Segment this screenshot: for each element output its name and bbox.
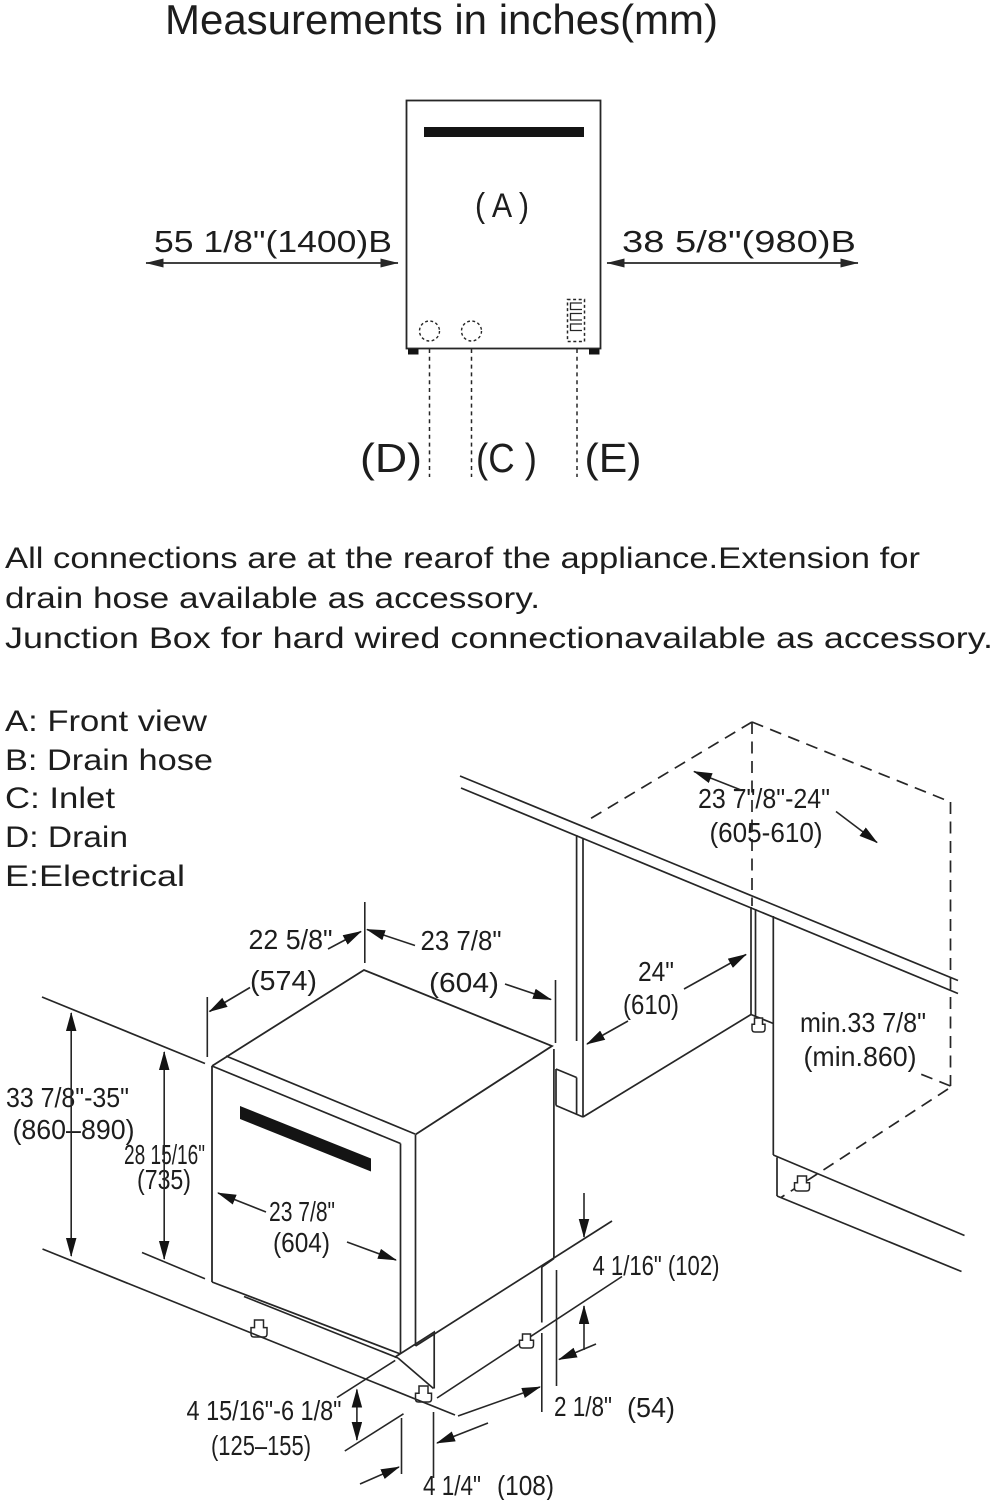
svg-text:33 7/8"-35": 33 7/8"-35" bbox=[6, 1082, 129, 1113]
svg-text:drain hose available as access: drain hose available as accessory. bbox=[5, 582, 540, 615]
svg-text:Measurements in inches(mm): Measurements in inches(mm) bbox=[165, 0, 718, 43]
svg-text:(574): (574) bbox=[250, 965, 317, 996]
svg-text:23 7/8": 23 7/8" bbox=[269, 1196, 335, 1227]
svg-text:B: Drain hose: B: Drain hose bbox=[5, 744, 213, 777]
svg-text:min.33 7/8": min.33 7/8" bbox=[800, 1007, 926, 1038]
svg-text:22 5/8": 22 5/8" bbox=[249, 924, 333, 955]
svg-text:(610): (610) bbox=[623, 989, 679, 1020]
svg-text:(108): (108) bbox=[497, 1470, 554, 1500]
svg-text:4 1/4": 4 1/4" bbox=[423, 1470, 481, 1500]
svg-text:38 5/8"(980)B: 38 5/8"(980)B bbox=[622, 224, 856, 259]
svg-text:23 7"/8"-24": 23 7"/8"-24" bbox=[698, 783, 830, 814]
svg-text:(min.860): (min.860) bbox=[804, 1041, 917, 1072]
svg-text:(604): (604) bbox=[429, 967, 499, 998]
svg-text:(604): (604) bbox=[273, 1227, 330, 1258]
svg-text:(860–890): (860–890) bbox=[13, 1114, 135, 1145]
svg-text:A: Front view: A: Front view bbox=[5, 705, 207, 738]
svg-text:E:Electrical: E:Electrical bbox=[5, 860, 185, 893]
svg-text:( A ): ( A ) bbox=[475, 187, 529, 225]
svg-text:(E): (E) bbox=[585, 435, 642, 481]
svg-text:Junction Box for hard wired co: Junction Box for hard wired connectionav… bbox=[5, 622, 993, 655]
svg-text:D: Drain: D: Drain bbox=[5, 821, 128, 854]
svg-text:4 1/16" (102): 4 1/16" (102) bbox=[593, 1250, 720, 1281]
svg-text:4 15/16"-6 1/8": 4 15/16"-6 1/8" bbox=[187, 1395, 342, 1426]
svg-text:2 1/8": 2 1/8" bbox=[554, 1391, 612, 1422]
svg-text:24": 24" bbox=[638, 956, 674, 987]
svg-text:(605-610): (605-610) bbox=[710, 817, 823, 848]
svg-text:All connections are at the rea: All connections are at the rearof the ap… bbox=[5, 542, 920, 575]
svg-text:55 1/8"(1400)B: 55 1/8"(1400)B bbox=[154, 224, 392, 259]
svg-text:(D): (D) bbox=[360, 435, 422, 481]
svg-text:(C ): (C ) bbox=[476, 435, 537, 481]
svg-text:(125–155): (125–155) bbox=[211, 1430, 311, 1461]
svg-text:C: Inlet: C: Inlet bbox=[5, 782, 116, 815]
svg-text:23 7/8": 23 7/8" bbox=[421, 925, 502, 956]
svg-text:(54): (54) bbox=[627, 1392, 675, 1423]
